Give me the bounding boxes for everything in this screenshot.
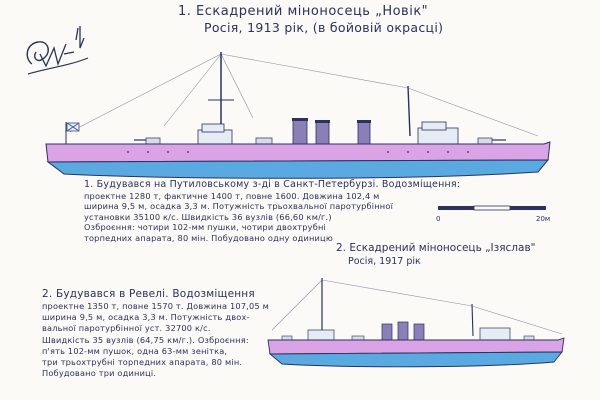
description-line: 1. Будувався на Путиловському з-ді в Сан… bbox=[84, 179, 461, 190]
page-title: 1. Ескадрений міноносець „Новік" bbox=[178, 4, 429, 19]
description-line: Озброєння: чотири 102-мм пушки, чотири д… bbox=[84, 222, 326, 233]
page-subtitle: Росія, 1913 рік, (в бойовій окрасці) bbox=[204, 20, 444, 35]
description-line: торпедних апарата, 80 мін. Побудовано од… bbox=[84, 232, 333, 243]
ship-2-description: 2. Будувався в Ревелі. Водозміщення прое… bbox=[42, 288, 277, 379]
ship-1-description: 1. Будувався на Путиловському з-ді в Сан… bbox=[84, 179, 461, 244]
scale-end-label: 20м bbox=[536, 215, 550, 223]
description-line: вальної паротурбінної уст. 32700 к/с. bbox=[42, 323, 211, 334]
ship-novik-drawing bbox=[45, 52, 551, 179]
description-line: установки 35100 к/с. Швидкість 36 вузлів… bbox=[84, 211, 332, 222]
scale-start-label: 0 bbox=[436, 215, 440, 223]
scale-bar: 0 20м bbox=[436, 205, 550, 223]
ship-2-title: 2. Ескадрений міноносець „Ізяслав" bbox=[336, 242, 536, 254]
ship-2-subtitle: Росія, 1917 рік bbox=[348, 256, 421, 267]
description-line: ширина 9,5 м, осадка 3,3 м. Потужність д… bbox=[42, 312, 250, 323]
description-line: проектне 1280 т, фактичне 1400 т, повне … bbox=[84, 190, 380, 201]
description-line: ширина 9,5 м, осадка 3,3 м. Потужність т… bbox=[84, 201, 394, 212]
description-line: три трьохтрубні торпедних апарата, 80 мі… bbox=[42, 357, 243, 368]
description-line: Побудовано три одиниці. bbox=[42, 368, 157, 379]
description-line: п'ять 102-мм пушок, одна 63-мм зенітка, bbox=[42, 345, 228, 356]
ship-izyaslav-drawing bbox=[267, 278, 565, 368]
author-signature bbox=[26, 26, 89, 75]
description-line: 2. Будувався в Ревелі. Водозміщення bbox=[42, 288, 255, 300]
description-line: проектне 1350 т, повне 1570 т. Довжина 1… bbox=[42, 301, 270, 311]
description-line: Швидкість 35 вузлів (64,75 км/г.). Озбро… bbox=[42, 334, 249, 345]
